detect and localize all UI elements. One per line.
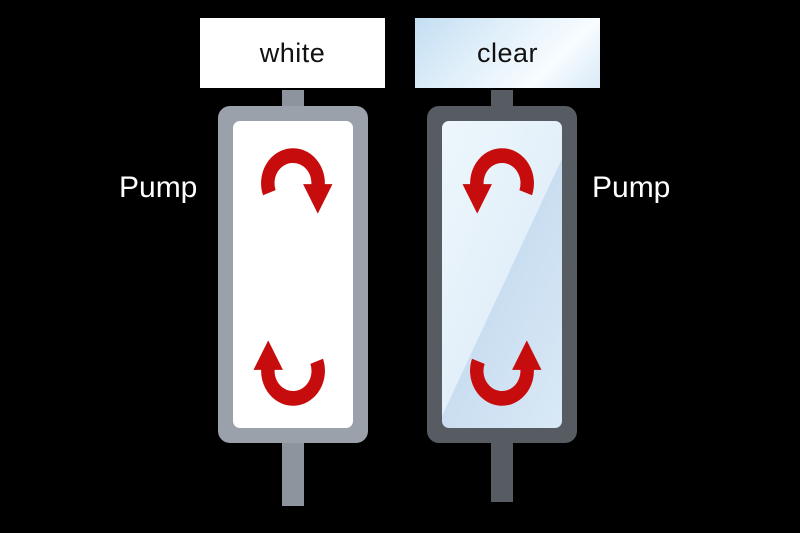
pump-chamber-white <box>233 121 353 428</box>
pipe-stem-bottom-right <box>491 438 513 502</box>
label-white-text: white <box>259 37 326 68</box>
pump-chamber-clear <box>442 121 562 428</box>
pump-label-right: Pump <box>592 171 671 204</box>
rotation-arrow-icon-top-left <box>261 148 333 214</box>
pump-label-left: Pump <box>119 171 198 204</box>
pump-body-white <box>218 106 368 443</box>
label-box-white: white <box>200 18 385 88</box>
label-clear-text: clear <box>476 37 539 68</box>
pump-body-clear <box>427 106 577 443</box>
rotation-arrow-icon-bottom-right <box>470 340 542 406</box>
rotation-arrow-icon-bottom-left <box>253 340 325 406</box>
label-box-clear: clear <box>415 18 600 88</box>
pipe-stem-bottom-left <box>282 438 304 506</box>
rotation-arrow-icon-top-right <box>462 148 534 214</box>
